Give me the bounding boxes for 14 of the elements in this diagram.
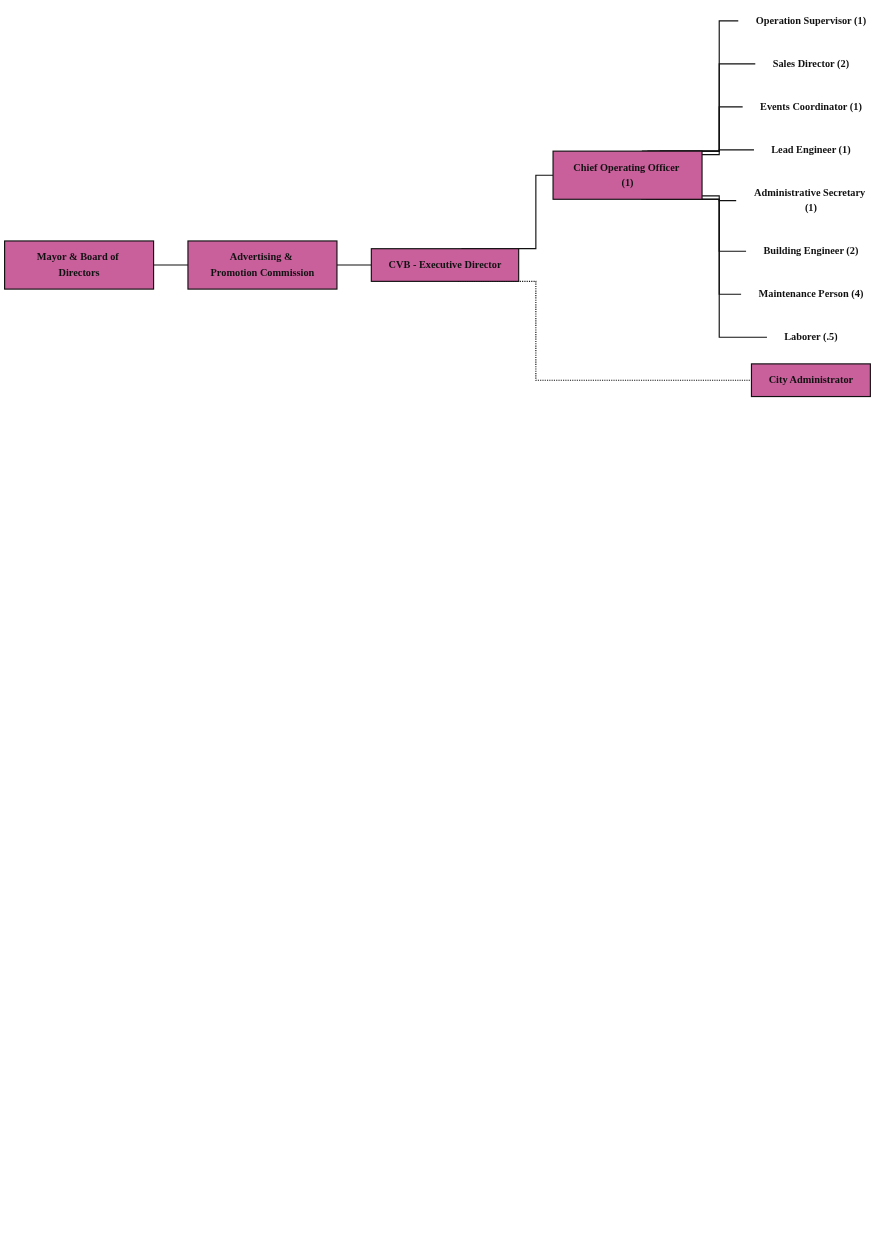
node-text: Laborer (.5) [784,331,838,343]
node-text: Lead Engineer (1) [771,143,851,156]
node-text: Administrative Secretary (1) [754,186,866,214]
node-text: Sales Director (2) [772,57,850,70]
node-box: Advertising & Promotion Commission [187,240,338,290]
node-text: Maintenance Person (4) [758,288,864,300]
node-text: Building Engineer (2) [763,245,859,257]
node-box: CVB - Executive Director [370,248,520,282]
node-text: Operation Supervisor (1) [755,14,867,27]
node-box: City Administrator [750,363,871,398]
node-box: Chief Operating Officer (1) [552,150,703,200]
node-box: Mayor & Board of Directors [4,240,155,290]
connector [336,264,372,266]
node-text: Events Coordinator (1) [760,100,862,113]
